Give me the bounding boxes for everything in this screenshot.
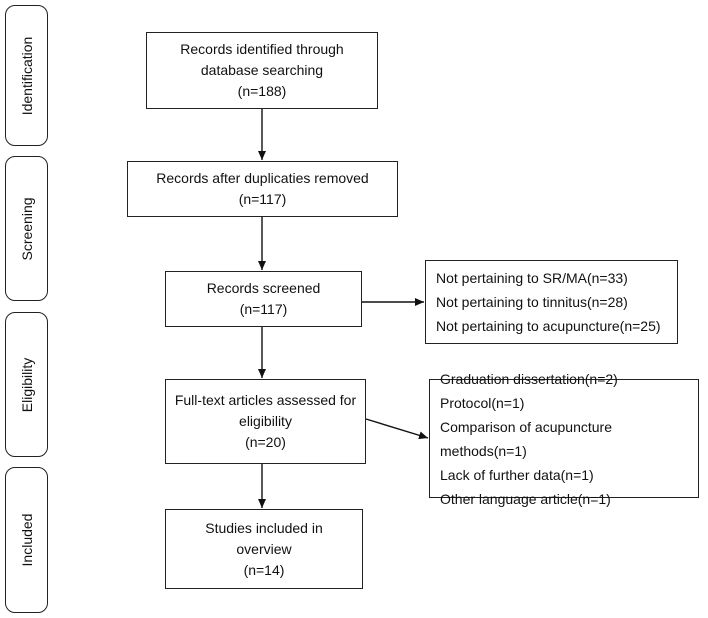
records-screened-count: (n=117) [239,301,288,317]
exclusion-reason: Not pertaining to SR/MA(n=33) [436,270,628,286]
exclusion-reason: Graduation dissertation(n=2) [440,370,618,387]
exclusion-reason: Not pertaining to tinnitus(n=28) [436,294,628,310]
phase-eligibility-label: Eligibility [18,357,35,412]
exclusion-reason: Other language article(n=1) [440,490,611,507]
exclusion-reason: Comparison of acupuncture methods(n=1) [440,418,612,459]
studies-included-line-1: Studies included in [205,519,323,536]
records-screened-line-1: Records screened [206,280,321,296]
studies-included-box: Studies included in overview (n=14) [165,509,363,589]
duplicates-removed-box: Records after duplicaties removed (n=117… [127,161,398,217]
records-identified-box: Records identified through database sear… [146,32,378,109]
exclusion-reason: Lack of further data(n=1) [440,466,594,483]
records-screened-box: Records screened (n=117) [165,271,362,327]
studies-included-count: (n=14) [243,561,285,578]
records-identified-count: (n=188) [237,83,287,99]
arrow-fulltext-to-excluded [365,418,429,440]
studies-included-line-2: overview [236,540,292,557]
fulltext-exclusions-box: Graduation dissertation(n=2) Protocol(n=… [429,371,699,507]
exclusion-reason: Protocol(n=1) [440,394,525,411]
phase-identification: Identification [5,5,48,146]
phase-included: Included [5,467,48,613]
exclusion-reason: Not pertaining to acupuncture(n=25) [436,318,661,334]
duplicates-removed-count: (n=117) [238,191,287,207]
fulltext-assessed-count: (n=20) [245,434,286,450]
records-identified-line-2: database searching [200,62,324,78]
phase-screening-label: Screening [18,196,35,261]
screened-exclusions-box: Not pertaining to SR/MA(n=33) Not pertai… [425,260,678,344]
fulltext-assessed-line-2: eligibility [239,413,292,429]
fulltext-assessed-box: Full-text articles assessed for eligibil… [165,379,366,464]
records-identified-line-1: Records identified through [180,41,344,57]
phase-screening: Screening [5,156,48,301]
phase-identification-label: Identification [18,36,35,115]
phase-included-label: Included [18,513,35,567]
duplicates-removed-line-1: Records after duplicaties removed [156,170,369,186]
phase-eligibility: Eligibility [5,312,48,457]
fulltext-assessed-line-1: Full-text articles assessed for [174,392,357,408]
